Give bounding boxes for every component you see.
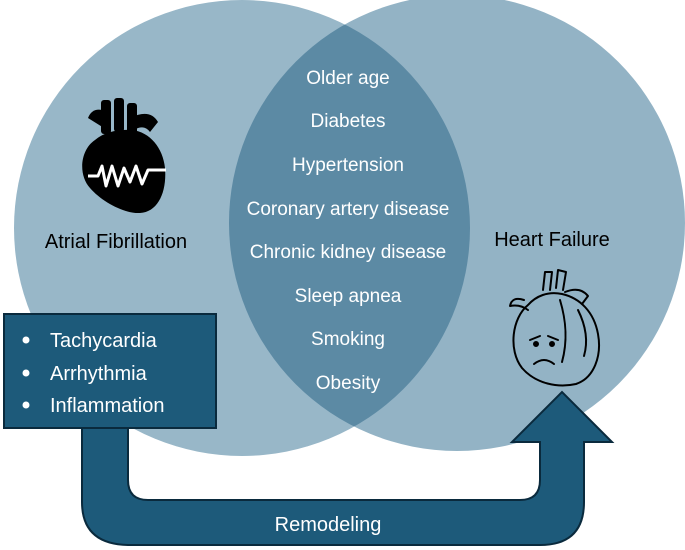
remodeling-label: Remodeling [275, 514, 382, 536]
mechanism-item: Tachycardia [50, 330, 158, 352]
overlap-region [229, 0, 470, 451]
mechanism-item: Arrhythmia [50, 363, 148, 385]
shared-factor: Hypertension [292, 155, 404, 176]
mechanisms-box [3, 313, 217, 429]
shared-factor: Sleep apnea [295, 286, 402, 307]
shared-factor: Chronic kidney disease [250, 242, 446, 263]
shared-factor: Diabetes [311, 111, 386, 132]
mechanism-item: Inflammation [50, 395, 165, 417]
shared-factor: Obesity [316, 373, 381, 394]
sad-heart-icon [509, 269, 600, 387]
remodeling-arrow [81, 390, 615, 546]
bullet-icon [22, 401, 30, 409]
shared-factors-list: Older age Diabetes Hypertension Coronary… [247, 68, 450, 394]
shared-factor: Smoking [311, 329, 385, 350]
mechanisms-list: Tachycardia Arrhythmia Inflammation [22, 330, 165, 417]
heart-failure-label: Heart Failure [494, 229, 610, 251]
bullet-icon [22, 369, 30, 377]
heart-ecg-icon [82, 98, 166, 214]
bullet-icon [22, 336, 30, 344]
shared-factor: Older age [306, 68, 389, 89]
shared-factor: Coronary artery disease [247, 199, 450, 220]
atrial-fibrillation-label: Atrial Fibrillation [45, 231, 187, 253]
